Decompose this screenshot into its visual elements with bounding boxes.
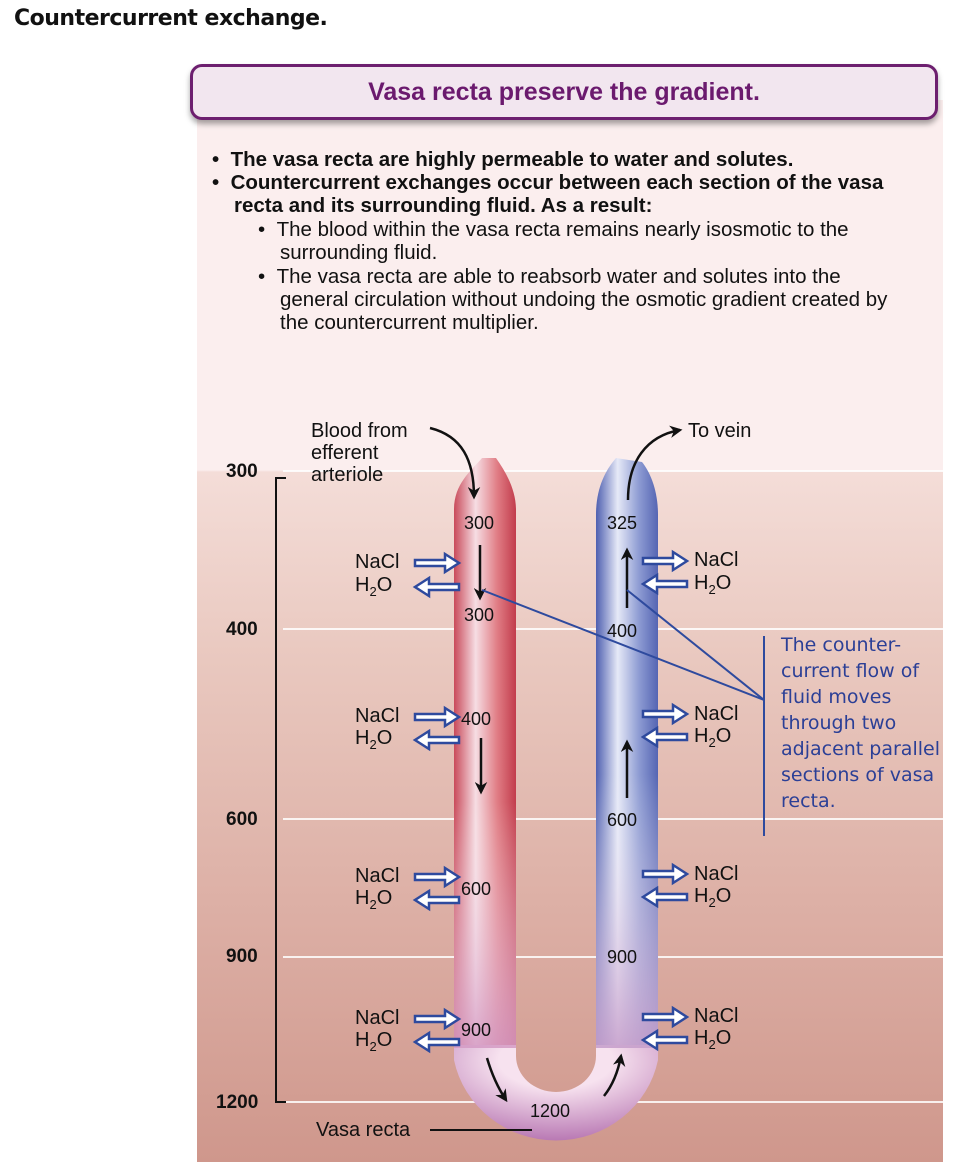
- vasa-recta-bend: [454, 1040, 658, 1141]
- vasa-recta-label: Vasa recta: [316, 1119, 411, 1141]
- nacl-label: NaCl: [694, 1005, 739, 1027]
- scale-tick: 1200: [216, 1092, 259, 1113]
- scale-tick: 900: [226, 946, 258, 967]
- nacl-label: NaCl: [694, 549, 739, 571]
- descending-value: 600: [461, 879, 492, 899]
- ascending-value: 600: [607, 810, 638, 830]
- banner-title: Vasa recta preserve the gradient.: [368, 77, 760, 106]
- descending-value: 900: [461, 1020, 492, 1040]
- nacl-label: NaCl: [694, 863, 739, 885]
- h2o-label: H2O: [355, 1029, 393, 1054]
- nacl-label: NaCl: [355, 865, 400, 887]
- bottom-value: 1200: [530, 1101, 571, 1121]
- banner: Vasa recta preserve the gradient.: [190, 64, 938, 120]
- callout-lines: [481, 589, 765, 836]
- bullet-list: • The vasa recta are highly permeable to…: [212, 148, 912, 334]
- nacl-label: NaCl: [694, 703, 739, 725]
- exchange-arrows-left: [412, 551, 462, 1054]
- sub-bullet-item: • The vasa recta are able to reabsorb wa…: [258, 265, 888, 334]
- exchange-arrows-right: [640, 549, 690, 1052]
- to-vein-label: To vein: [688, 420, 752, 442]
- descending-value: 300: [464, 605, 495, 625]
- nacl-label: NaCl: [355, 705, 400, 727]
- nacl-label: NaCl: [355, 1007, 400, 1029]
- bullet-item: • The vasa recta are highly permeable to…: [212, 148, 794, 171]
- scale-tick: 600: [226, 809, 258, 830]
- h2o-label: H2O: [694, 725, 732, 750]
- ascending-value: 900: [607, 947, 638, 967]
- h2o-label: H2O: [355, 887, 393, 912]
- sub-bullet-item: • The blood within the vasa recta remain…: [258, 218, 849, 264]
- countercurrent-note: The counter-current flow of fluid moves …: [781, 634, 940, 812]
- scale-tick: 300: [226, 461, 258, 482]
- h2o-label: H2O: [694, 885, 732, 910]
- blood-from-label: Blood from efferent arteriole: [311, 420, 408, 486]
- ascending-value: 400: [607, 621, 638, 641]
- ascending-value: 325: [607, 513, 638, 533]
- flow-arrows: [429, 425, 683, 1103]
- bullet-item: • Countercurrent exchanges occur between…: [212, 171, 884, 217]
- h2o-label: H2O: [694, 1027, 732, 1052]
- diagram-panel: [197, 100, 943, 1162]
- figure-title: Countercurrent exchange.: [14, 6, 328, 31]
- h2o-label: H2O: [694, 572, 732, 597]
- descending-value: 300: [464, 513, 495, 533]
- h2o-label: H2O: [355, 574, 393, 599]
- descending-value: 400: [461, 709, 492, 729]
- h2o-label: H2O: [355, 727, 393, 752]
- osmolarity-scale-bracket: [275, 477, 286, 1103]
- scale-tick: 400: [226, 619, 258, 640]
- nacl-label: NaCl: [355, 551, 400, 573]
